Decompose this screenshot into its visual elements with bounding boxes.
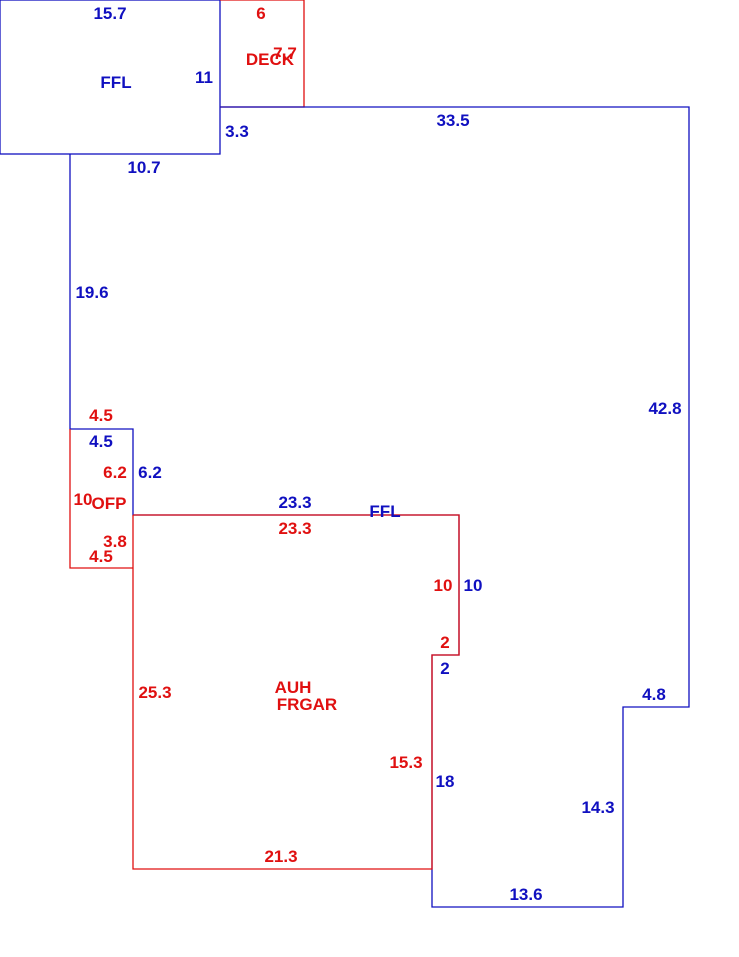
garage-bottom-dimension: 21.3	[264, 847, 297, 866]
ffl-notch-dimension: 2	[440, 659, 449, 678]
ofp-label: OFP	[92, 494, 127, 513]
ffl-upper-bottom-dimension: 10.7	[127, 158, 160, 177]
ofp-side-dimension: 6.2	[103, 463, 127, 482]
garage-notch-dimension: 2	[440, 633, 449, 652]
ffl-upper-right-dimension: 11	[195, 68, 213, 87]
ffl-ofp-side-dimension: 6.2	[138, 463, 162, 482]
ofp-outline	[69, 429, 133, 569]
deck-side-dimension: 7.7	[273, 44, 297, 63]
ffl-upper-outline	[0, 0, 221, 155]
garage-label-line1: AUH	[275, 678, 312, 697]
ffl-garage-right-dimension: 10	[464, 576, 483, 595]
ofp-inner-dimension: 3.8	[103, 532, 127, 551]
ffl-segment-dimension: 3.3	[225, 122, 249, 141]
ofp-top-dimension: 4.5	[89, 406, 113, 425]
ffl-upper-top-dimension: 15.7	[93, 4, 126, 23]
garage-right-dimension: 10	[434, 576, 453, 595]
ffl-upper-label: FFL	[100, 73, 131, 92]
ffl-ofp-top-dimension: 4.5	[89, 432, 113, 451]
deck-top-dimension: 6	[256, 4, 265, 23]
ffl-main-bottom-dimension: 13.6	[509, 885, 542, 904]
garage-left-dimension: 25.3	[138, 683, 171, 702]
garage-top-dimension: 23.3	[278, 519, 311, 538]
ffl-right-lower-dimension: 14.3	[581, 798, 614, 817]
garage-outline	[132, 514, 460, 870]
ffl-garage-lower-right-dimension: 18	[436, 772, 455, 791]
ffl-main-right-dimension: 42.8	[648, 399, 681, 418]
ffl-garage-top-dimension: 23.3	[278, 493, 311, 512]
ffl-main-left-dimension: 19.6	[75, 283, 108, 302]
ofp-bottom-dimension: 4.5	[89, 547, 113, 566]
ffl-main-top-dimension: 33.5	[436, 111, 469, 130]
ofp-left-dimension: 10	[74, 490, 93, 509]
ffl-right-step-dimension: 4.8	[642, 685, 666, 704]
garage-right-lower-dimension: 15.3	[389, 753, 422, 772]
garage-label-line2: FRGAR	[277, 695, 337, 714]
deck-label: DECK	[246, 50, 295, 69]
ffl-main-label: FFL	[369, 502, 400, 521]
